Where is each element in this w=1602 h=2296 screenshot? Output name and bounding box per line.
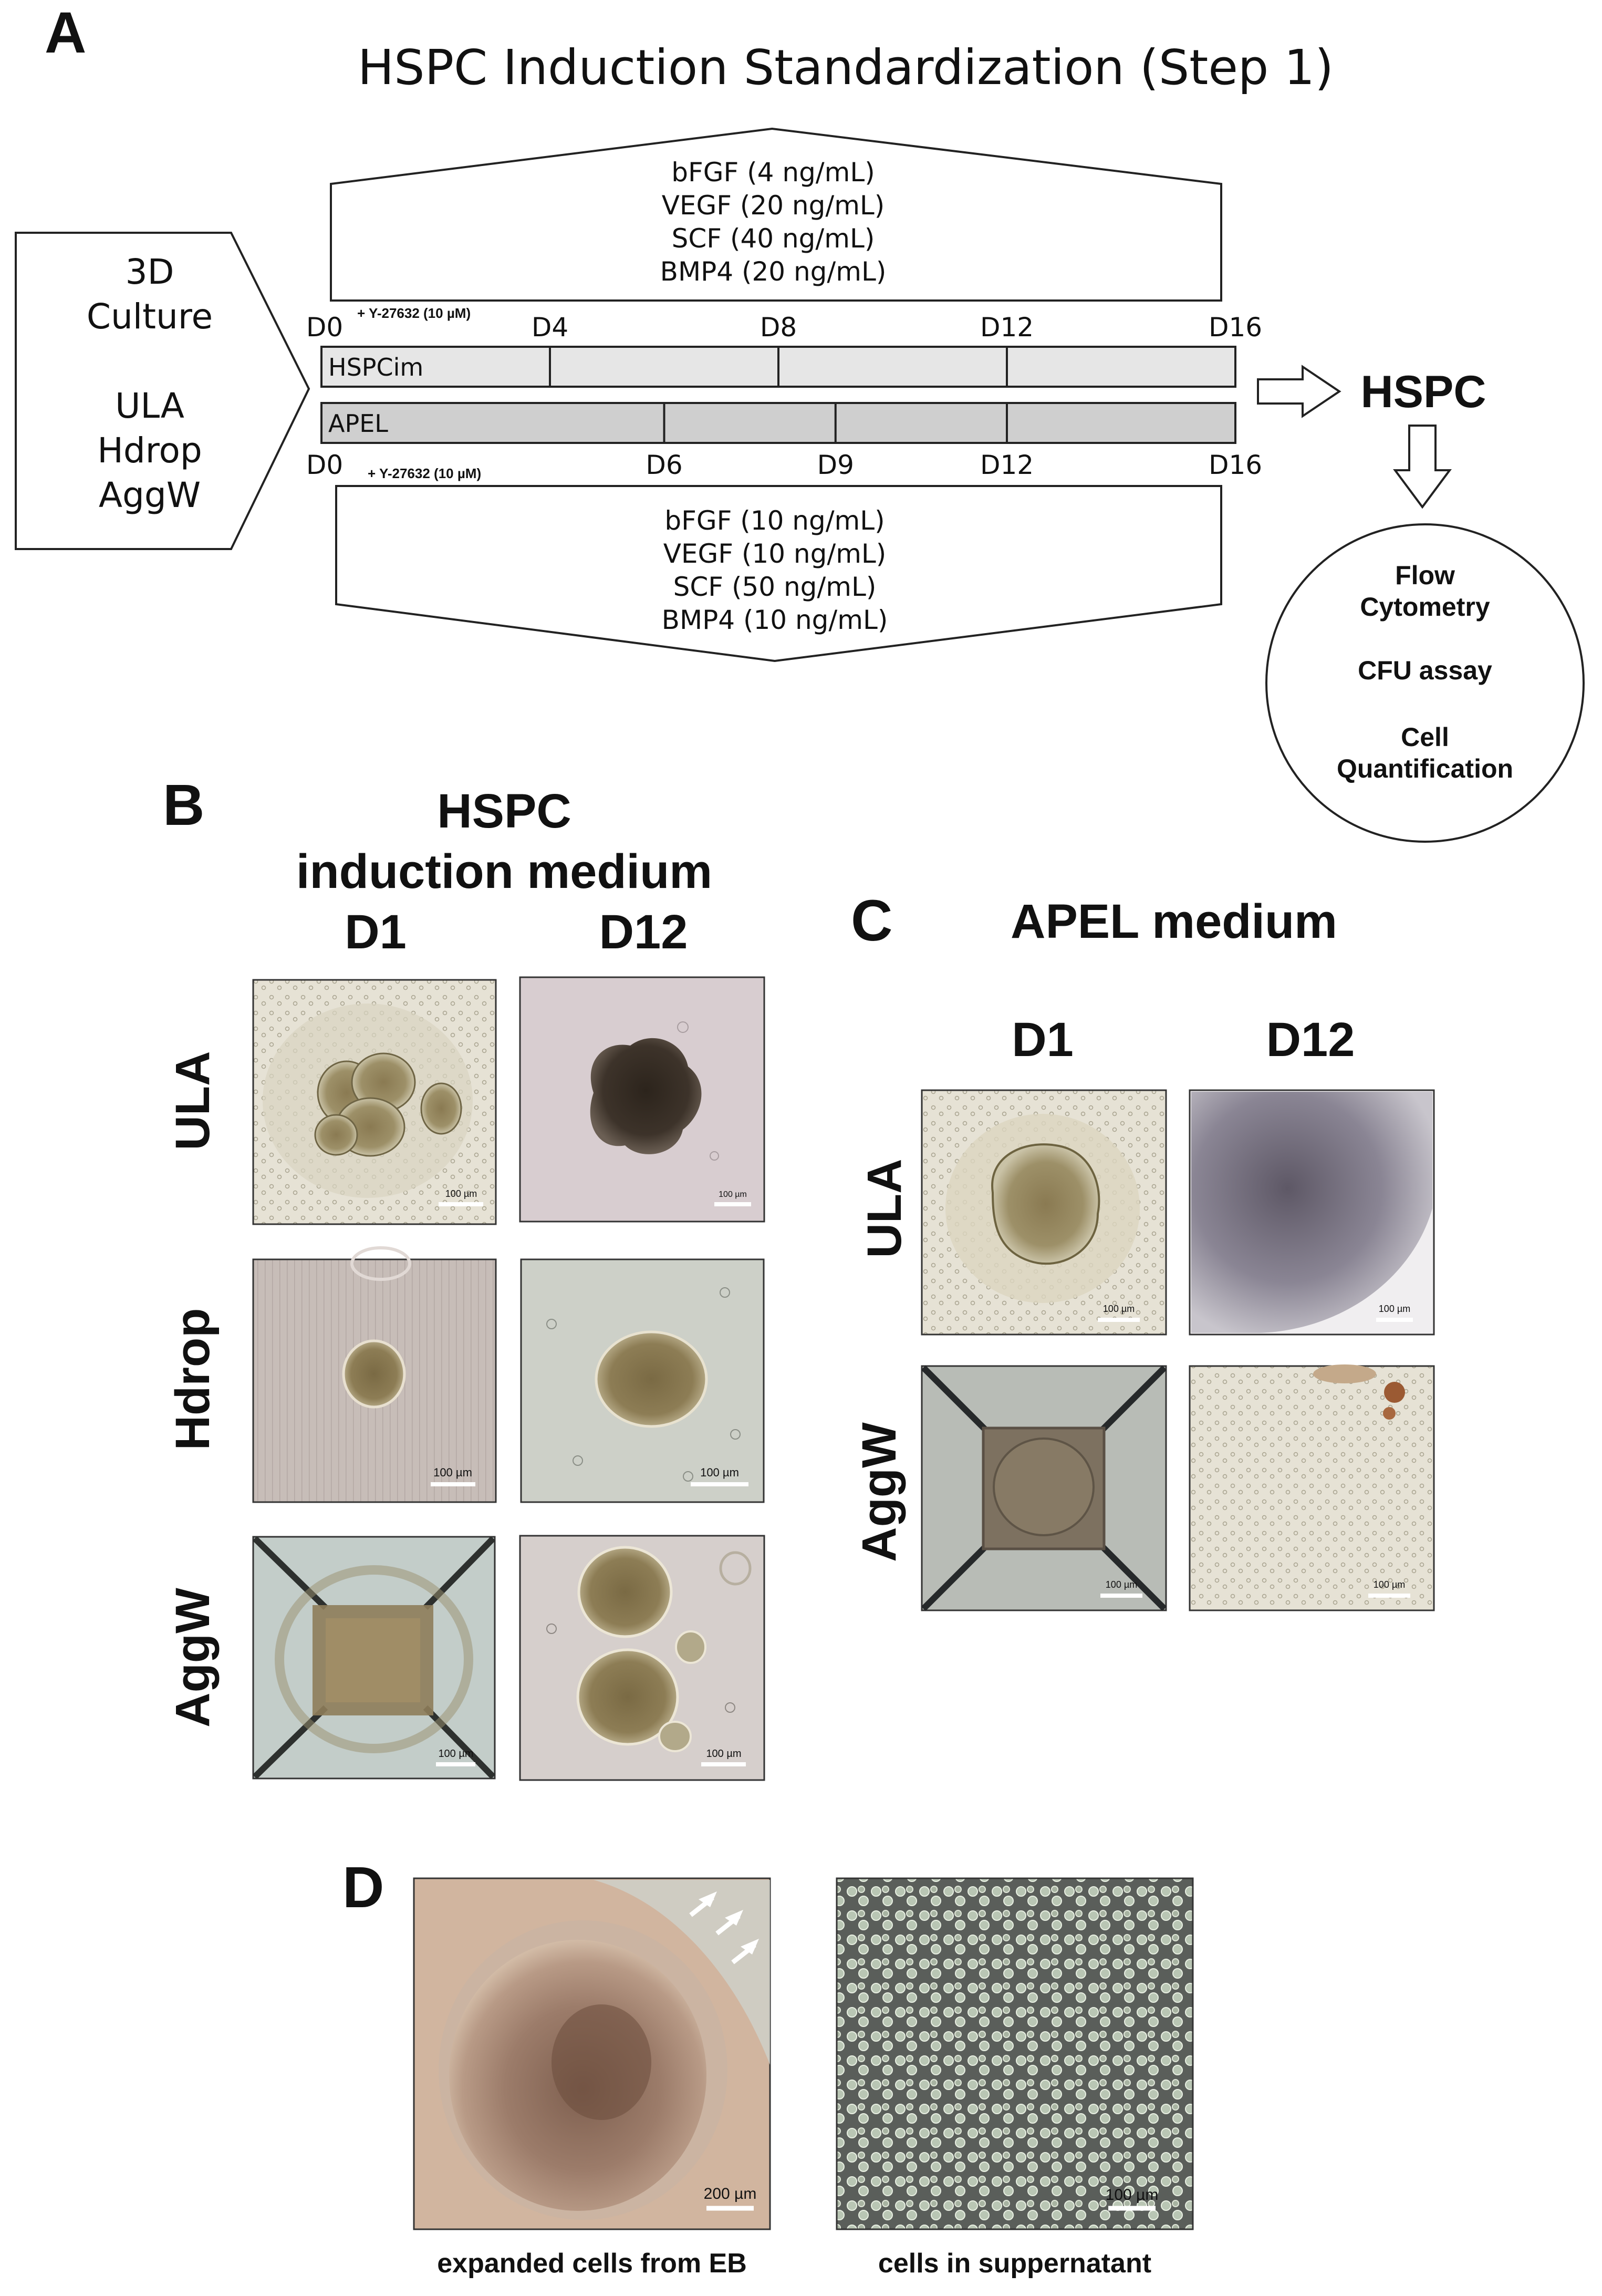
assay-cell-1: Cell [1401,722,1449,752]
scale-c-ula-d1: 100 µm [1103,1304,1135,1314]
scale-b-hdrop-d12: 100 µm [700,1466,739,1479]
panel-b-col-d1: D1 [345,905,407,959]
apel-bar [320,402,1236,444]
scale-b-aggw-d12: 100 µm [706,1748,741,1760]
panel-label-b: B [163,773,204,837]
culture-line-5: AggW [99,475,201,515]
hspcim-day-4: D4 [532,312,568,343]
micrograph-b-ula-d1 [252,979,497,1225]
micrograph-d-expanded-eb [413,1877,771,2230]
assay-flow-1: Flow [1395,561,1455,590]
assays-circle [1265,523,1585,843]
scale-b-aggw-d1: 100 µm [438,1748,473,1760]
apel-day-labels: D0 D6 D9 D12 D16 [306,450,1262,480]
panel-label-a: A [45,1,86,65]
hspcim-day-16: D16 [1209,312,1262,343]
apel-day-12: D12 [980,450,1034,480]
bottom-factor-4: BMP4 (10 ng/mL) [662,605,888,635]
panel-label-c: C [851,888,892,953]
panel-b-row-hdrop: Hdrop [166,1308,220,1451]
culture-line-4: Hdrop [97,430,202,471]
top-factor-1: bFGF (4 ng/mL) [671,157,875,188]
bottom-factor-2: VEGF (10 ng/mL) [663,539,887,569]
apel-day-16: D16 [1209,450,1262,480]
apel-day-0: D0 [306,450,343,480]
hspcim-day-0: D0 [306,312,343,343]
scale-c-ula-d12: 100 µm [1379,1304,1410,1314]
apel-ticks [663,403,1008,443]
bottom-factors-box [335,485,1222,663]
hspcim-day-8: D8 [760,312,797,343]
apel-day-6: D6 [646,450,682,480]
top-factors-box [330,127,1222,302]
scale-d-left: 200 µm [704,2185,757,2202]
culture-box [15,232,310,550]
panel-d-left-caption: expanded cells from EB [437,2248,747,2279]
micrograph-b-hdrop-d1 [252,1246,497,1503]
panel-b-col-d12: D12 [599,905,688,959]
culture-line-3: ULA [115,386,184,426]
panel-b-row-ula: ULA [166,1051,220,1150]
hspcim-rock-note: + Y-27632 (10 µM) [357,305,471,321]
hspcim-day-labels: D0 D4 D8 D12 D16 [306,312,1262,343]
panel-b-row-aggw: AggW [166,1588,220,1728]
panel-b-scale-bars: 100 µm 100 µm 100 µm 100 µm 100 µm 100 µ… [431,1188,751,1766]
panel-c-scale-bars: 100 µm 100 µm 100 µm 100 µm [1098,1304,1413,1598]
panel-c-row-aggw: AggW [852,1422,906,1562]
top-factor-3: SCF (40 ng/mL) [672,223,875,254]
panel-b-title-2: induction medium [296,845,712,898]
scale-b-hdrop-d1: 100 µm [433,1466,472,1479]
hspcim-day-12: D12 [980,312,1034,343]
micrograph-c-ula-d12 [1189,1089,1435,1336]
panel-c-col-d12: D12 [1266,1013,1355,1067]
scale-c-aggw-d1: 100 µm [1106,1579,1137,1590]
panel-b-title-1: HSPC [437,784,571,838]
scale-b-ula-d1: 100 µm [445,1188,477,1199]
micrograph-c-ula-d1 [921,1089,1167,1336]
micrograph-b-aggw-d1 [252,1536,496,1780]
culture-line-2: Culture [87,296,213,337]
scale-d-right: 100 µm [1106,2186,1159,2204]
arrow-down-icon [1393,425,1452,509]
bottom-factor-3: SCF (50 ng/mL) [673,572,877,602]
assay-cfu: CFU assay [1358,656,1492,685]
arrow-right-icon [1257,365,1341,418]
assay-flow-2: Cytometry [1360,592,1490,622]
hspcim-label: HSPCim [328,353,423,381]
scale-c-aggw-d12: 100 µm [1374,1579,1405,1590]
micrograph-b-hdrop-d12 [520,1258,765,1503]
top-factor-2: VEGF (20 ng/mL) [662,190,885,221]
micrograph-c-aggw-d12 [1189,1364,1435,1611]
top-factor-4: BMP4 (20 ng/mL) [660,256,887,287]
apel-day-9: D9 [817,450,854,480]
assay-cell-2: Quantification [1337,754,1513,783]
panel-a-title: HSPC Induction Standardization (Step 1) [358,39,1334,96]
panel-label-d: D [342,1855,384,1920]
hspcim-ticks [549,347,1008,387]
panel-d-right-caption: cells in suppernatant [878,2248,1151,2279]
scale-b-ula-d12: 100 µm [719,1190,747,1199]
culture-line-1: 3D [126,252,174,292]
micrograph-c-aggw-d1 [921,1365,1167,1611]
panel-c-row-ula: ULA [858,1159,911,1258]
panel-c-col-d1: D1 [1012,1013,1074,1067]
panel-c-title: APEL medium [1011,895,1337,948]
arrows-white-icon [689,1891,759,1964]
apel-rock-note: + Y-27632 (10 µM) [368,466,481,481]
micrograph-b-ula-d12 [519,976,765,1223]
micrograph-d-supernatant [836,1877,1194,2230]
hspc-output-label: HSPC [1361,367,1486,417]
micrograph-b-aggw-d12 [519,1535,765,1781]
bottom-factor-1: bFGF (10 ng/mL) [664,505,885,536]
apel-label: APEL [328,409,388,438]
